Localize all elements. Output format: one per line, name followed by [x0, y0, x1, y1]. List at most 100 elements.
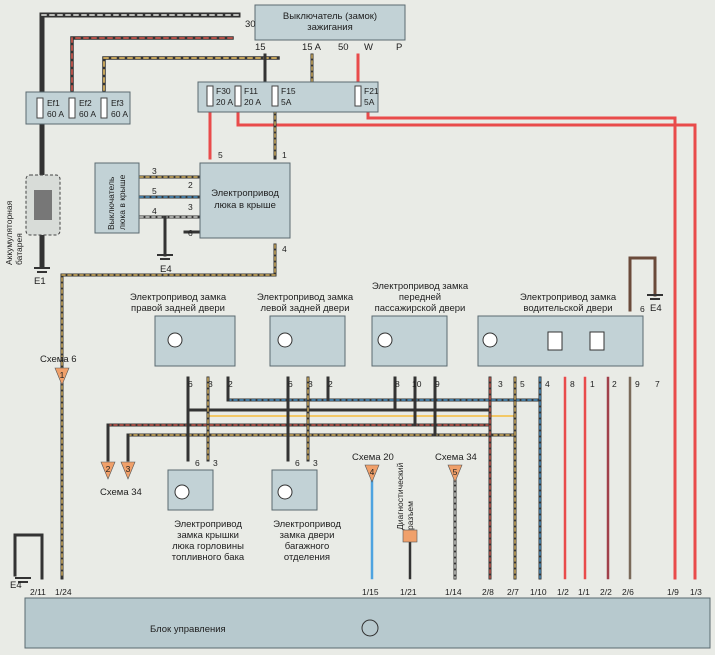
svg-text:Электропривод замка: Электропривод замка: [520, 292, 617, 303]
svg-text:3: 3: [126, 464, 131, 474]
svg-text:5A: 5A: [281, 97, 292, 107]
ign-pin-w: W: [364, 42, 373, 53]
svg-text:3: 3: [208, 379, 213, 389]
ground-e1: E1: [34, 276, 46, 287]
svg-text:7: 7: [655, 379, 660, 389]
ign-pin-p: P: [396, 42, 402, 53]
svg-text:3: 3: [188, 202, 193, 212]
svg-text:60 A: 60 A: [47, 109, 64, 119]
svg-text:3: 3: [313, 458, 318, 468]
svg-text:5A: 5A: [364, 97, 375, 107]
svg-text:8: 8: [395, 379, 400, 389]
svg-text:Схема 34: Схема 34: [435, 452, 477, 463]
svg-text:замка крышки: замка крышки: [177, 530, 239, 541]
svg-text:4: 4: [152, 206, 157, 216]
svg-text:2/2: 2/2: [600, 587, 612, 597]
svg-text:Электропривод: Электропривод: [174, 519, 242, 530]
svg-text:8: 8: [570, 379, 575, 389]
svg-text:1: 1: [60, 370, 65, 380]
door-lock-rear-right: Электропривод замка правой задней двери …: [130, 292, 236, 389]
svg-text:Электропривод замка: Электропривод замка: [257, 292, 354, 303]
svg-text:60 A: 60 A: [79, 109, 96, 119]
diagnostic-connector: Диагностический разъем: [395, 462, 418, 543]
svg-text:20 A: 20 A: [216, 97, 233, 107]
fuse-ef2: Ef2 60 A: [68, 97, 96, 119]
svg-text:батарея: батарея: [14, 233, 24, 265]
fuse-ef3: Ef3 60 A: [100, 97, 128, 119]
svg-text:1/9: 1/9: [667, 587, 679, 597]
fuel-lid-lock: 6 3 Электропривод замка крышки люка горл…: [167, 458, 245, 563]
svg-text:4: 4: [370, 467, 375, 477]
svg-text:Схема 20: Схема 20: [352, 452, 394, 463]
svg-text:4: 4: [282, 244, 287, 254]
svg-text:F15: F15: [281, 86, 296, 96]
svg-text:Аккумуляторная: Аккумуляторная: [4, 200, 14, 265]
svg-text:отделения: отделения: [284, 552, 330, 563]
door-lock-rear-left: Электропривод замка левой задней двери 6…: [257, 292, 354, 389]
svg-text:1/2: 1/2: [557, 587, 569, 597]
ign-pin-30: 30: [245, 19, 256, 30]
svg-text:Электропривод: Электропривод: [211, 188, 279, 199]
svg-text:люка горловины: люка горловины: [172, 541, 244, 552]
svg-text:люка в крыше: люка в крыше: [214, 200, 276, 211]
fuse-ef1: Ef1 60 A: [36, 97, 64, 119]
svg-text:F30: F30: [216, 86, 231, 96]
svg-text:9: 9: [635, 379, 640, 389]
svg-text:багажного: багажного: [285, 541, 329, 552]
svg-text:F11: F11: [244, 86, 258, 96]
trunk-lock: 6 3 Электропривод замка двери багажного …: [271, 458, 341, 563]
svg-text:60 A: 60 A: [111, 109, 128, 119]
door-lock-front-passenger: Электропривод замка передней пассажирско…: [371, 281, 469, 389]
ignition-switch-title-1: Выключатель (замок): [283, 11, 377, 22]
svg-text:передней: передней: [399, 292, 441, 303]
svg-text:5: 5: [453, 467, 458, 477]
control-unit: Блок управления E4: [10, 577, 711, 649]
svg-text:6: 6: [188, 228, 193, 238]
svg-text:6: 6: [188, 379, 193, 389]
svg-text:разъем: разъем: [405, 501, 415, 530]
ref-schema-34: Схема 34 5: [435, 452, 477, 483]
svg-text:1/14: 1/14: [445, 587, 462, 597]
svg-text:6: 6: [295, 458, 300, 468]
svg-text:1/15: 1/15: [362, 587, 379, 597]
svg-text:3: 3: [152, 166, 157, 176]
svg-text:Ef3: Ef3: [111, 98, 124, 108]
svg-text:Электропривод замка: Электропривод замка: [130, 292, 227, 303]
roof-switch: Выключатель люка в крыше 3 5 4: [94, 162, 157, 234]
svg-text:Ef2: Ef2: [79, 98, 92, 108]
svg-text:2/11: 2/11: [30, 587, 46, 597]
svg-text:2/7: 2/7: [507, 587, 519, 597]
battery: Аккумуляторная батарея E1: [4, 174, 61, 287]
main-fuse-block: Ef1 60 A Ef2 60 A Ef3 60 A: [25, 91, 131, 125]
svg-text:2: 2: [612, 379, 617, 389]
svg-text:1/21: 1/21: [400, 587, 417, 597]
svg-text:6: 6: [640, 304, 645, 314]
fuse-block: F30 20 A F11 20 A F15 5A F21 5A: [197, 81, 379, 113]
svg-text:9: 9: [435, 379, 440, 389]
ref-schema-20: Схема 20 4: [352, 452, 394, 483]
roof-drive: Электропривод люка в крыше 5 1 2 3 6 4 E…: [157, 150, 291, 275]
ign-pin-50: 50: [338, 42, 349, 53]
svg-text:2/8: 2/8: [482, 587, 494, 597]
ground-e4-cu: E4: [10, 580, 22, 591]
ignition-switch: Выключатель (замок) зажигания 30 15 15 A…: [245, 4, 406, 53]
svg-text:Схема 6: Схема 6: [40, 354, 77, 365]
svg-text:F21: F21: [364, 86, 379, 96]
svg-text:2: 2: [188, 180, 193, 190]
fuse-f11: F11 20 A: [234, 85, 261, 107]
ground-e4-driver: E4: [650, 303, 662, 314]
svg-text:Выключатель: Выключатель: [106, 176, 116, 230]
svg-text:2: 2: [228, 379, 233, 389]
ref-schema-6: Схема 6 1: [40, 354, 77, 386]
control-unit-label: Блок управления: [150, 624, 226, 635]
svg-text:Схема 34: Схема 34: [100, 487, 142, 498]
svg-text:10: 10: [412, 379, 422, 389]
svg-text:3: 3: [213, 458, 218, 468]
svg-text:3: 3: [308, 379, 313, 389]
svg-text:6: 6: [288, 379, 293, 389]
svg-text:1: 1: [282, 150, 287, 160]
svg-text:1/24: 1/24: [55, 587, 72, 597]
svg-text:5: 5: [520, 379, 525, 389]
